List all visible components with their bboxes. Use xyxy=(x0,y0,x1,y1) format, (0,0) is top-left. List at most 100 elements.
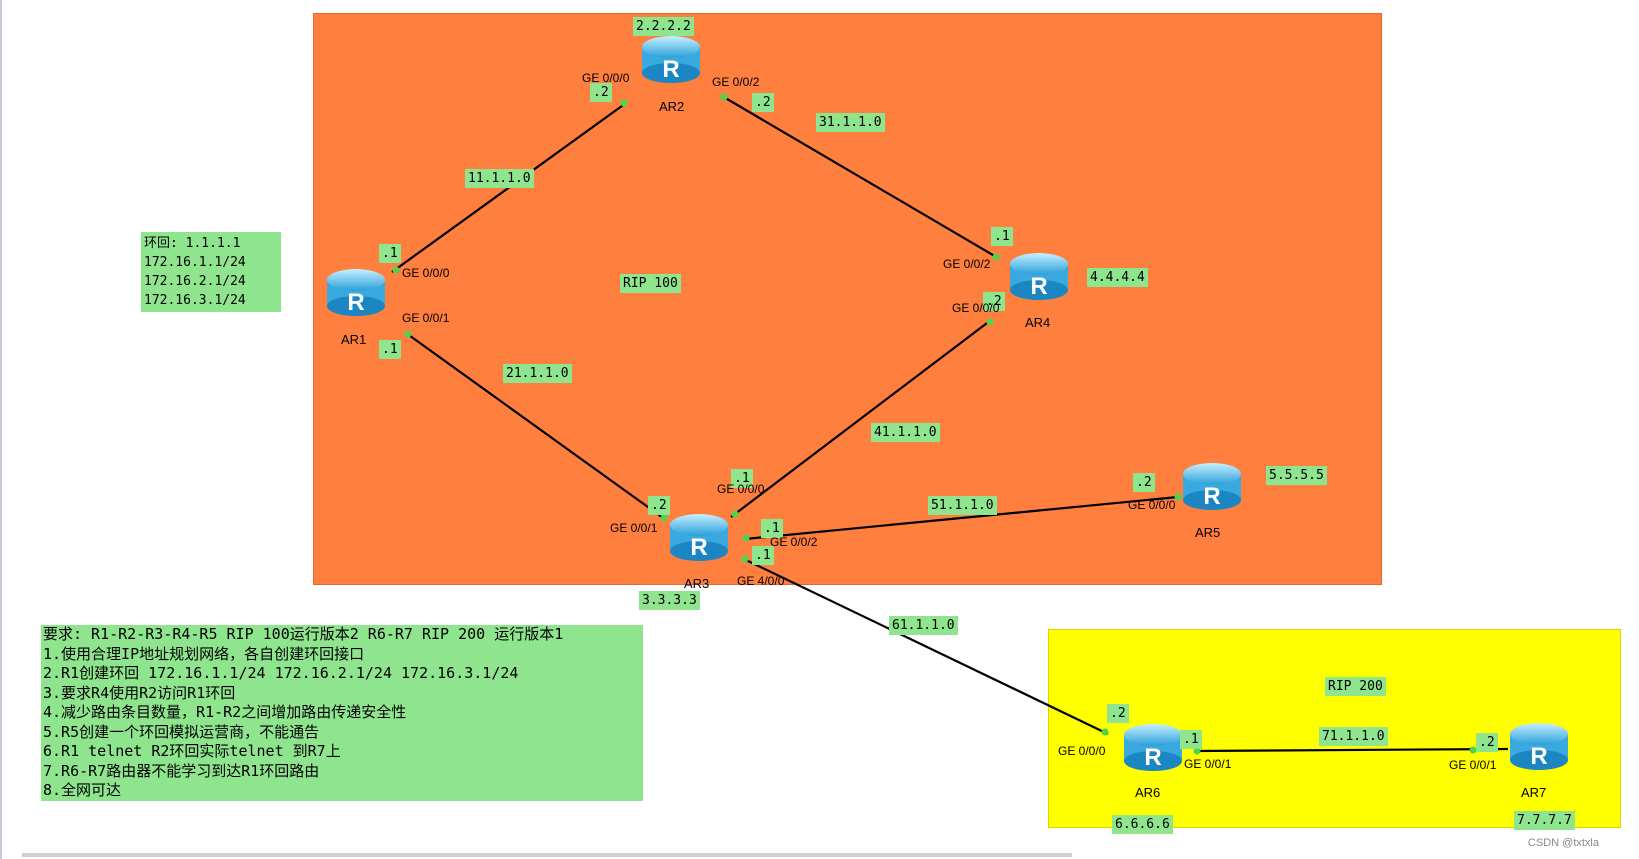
ar4-loopback-label: 4.4.4.4 xyxy=(1087,268,1148,287)
link-ar2-ar4 xyxy=(721,95,999,259)
host-ar2-g2: .2 xyxy=(752,93,774,112)
loopback-note-line: 172.16.2.1/24 xyxy=(144,274,246,289)
ar5-loopback-label: 5.5.5.5 xyxy=(1266,466,1327,485)
router-ar6-name: AR6 xyxy=(1135,785,1161,800)
ar2-loopback-label: 2.2.2.2 xyxy=(633,17,694,36)
network-21-label: 21.1.1.0 xyxy=(503,364,572,383)
port-ar1-g1: GE 0/0/1 xyxy=(402,311,450,325)
port-ar5-g0: GE 0/0/0 xyxy=(1128,498,1176,512)
requirements-line: 5.R5创建一个环回模拟运营商，不能通告 xyxy=(43,722,320,741)
port-ar3-g1: GE 0/0/1 xyxy=(610,521,658,535)
svg-text:R: R xyxy=(690,534,707,561)
requirements-line: 7.R6-R7路由器不能学习到达R1环回路由 xyxy=(43,761,320,780)
host-ar1-g0: .1 xyxy=(379,244,401,263)
port-dot-ar7-g1 xyxy=(1469,746,1477,754)
host-ar7-g1: .2 xyxy=(1476,733,1498,752)
router-ar2-name: AR2 xyxy=(659,99,685,114)
network-31-label: 31.1.1.0 xyxy=(816,113,885,132)
port-dot-ar2-g0 xyxy=(620,99,628,107)
requirements-line: 8.全网可达 xyxy=(43,781,122,799)
host-ar3-g1: .2 xyxy=(648,496,670,515)
router-ar3-icon[interactable]: R xyxy=(668,513,730,563)
watermark: CSDN @txtxla xyxy=(1527,837,1599,849)
host-ar4-g0: .2 xyxy=(983,292,1005,311)
network-41-label: 41.1.1.0 xyxy=(871,423,940,442)
rip200-label: RIP 200 xyxy=(1325,677,1386,696)
router-ar1-name: AR1 xyxy=(341,332,367,347)
rip100-label: RIP 100 xyxy=(620,274,681,293)
host-ar1-g1: .1 xyxy=(379,340,401,359)
port-dot-ar4-g2 xyxy=(992,253,1000,261)
svg-text:R: R xyxy=(662,56,679,83)
port-dot-ar3-g4 xyxy=(741,555,749,563)
network-61-label: 61.1.1.0 xyxy=(889,616,958,635)
svg-text:R: R xyxy=(347,289,364,316)
router-ar5-name: AR5 xyxy=(1195,525,1221,540)
requirements-line: 3.要求R4使用R2访问R1环回 xyxy=(43,683,236,702)
svg-text:R: R xyxy=(1530,743,1547,770)
port-ar6-g1: GE 0/0/1 xyxy=(1184,757,1232,771)
network-71-label: 71.1.1.0 xyxy=(1319,727,1388,746)
loopback-note-line: 172.16.3.1/24 xyxy=(144,293,246,308)
router-ar6-icon[interactable]: R xyxy=(1122,723,1184,773)
router-ar4-icon[interactable]: R xyxy=(1008,252,1070,302)
router-ar2-icon[interactable]: R xyxy=(640,35,702,85)
requirements-note: 要求: R1-R2-R3-R4-R5 RIP 100运行版本2 R6-R7 RI… xyxy=(41,625,643,801)
port-dot-ar6-g1 xyxy=(1193,747,1201,755)
svg-text:R: R xyxy=(1030,273,1047,300)
network-11-label: 11.1.1.0 xyxy=(465,169,534,188)
port-ar3-g4: GE 4/0/0 xyxy=(737,574,785,588)
port-ar4-g0: GE 0/0/0 xyxy=(952,301,1000,315)
port-ar2-g0: GE 0/0/0 xyxy=(582,71,630,85)
link-ar3-ar6 xyxy=(745,559,1109,735)
link-ar1-ar3 xyxy=(405,332,667,521)
host-ar4-g2: .1 xyxy=(991,227,1013,246)
ar7-loopback-label: 7.7.7.7 xyxy=(1514,811,1575,830)
link-ar6-ar7 xyxy=(1195,747,1509,753)
port-dot-ar4-g0 xyxy=(986,318,994,326)
port-ar3-g0: GE 0/0/0 xyxy=(717,482,765,496)
svg-text:R: R xyxy=(1203,483,1220,510)
loopback-note-line: 172.16.1.1/24 xyxy=(144,255,246,270)
host-ar6-g1: .1 xyxy=(1180,730,1202,749)
port-ar6-g0: GE 0/0/0 xyxy=(1058,744,1106,758)
host-ar5-g0: .2 xyxy=(1133,473,1155,492)
horizontal-scrollbar[interactable] xyxy=(22,853,1072,857)
link-ar3-ar4 xyxy=(730,319,992,518)
window-left-edge xyxy=(0,0,2,859)
port-ar7-g1: GE 0/0/1 xyxy=(1449,758,1497,772)
port-ar2-g2: GE 0/0/2 xyxy=(712,75,760,89)
port-ar4-g2: GE 0/0/2 xyxy=(943,257,991,271)
loopback-note-line: 环回: 1.1.1.1 xyxy=(144,236,241,251)
router-ar1-icon[interactable]: R xyxy=(325,268,387,318)
requirements-line: 4.减少路由条目数量，R1-R2之间增加路由传递安全性 xyxy=(43,703,407,721)
router-ar7-icon[interactable]: R xyxy=(1508,722,1570,772)
router-ar7-name: AR7 xyxy=(1521,785,1547,800)
port-dot-ar1-g1 xyxy=(404,330,412,338)
loopback-note: 环回: 1.1.1.1 172.16.1.1/24 172.16.2.1/24 … xyxy=(141,232,281,312)
requirements-line: 2.R1创建环回 172.16.1.1/24 172.16.2.1/24 172… xyxy=(43,664,519,682)
port-dot-ar1-g0 xyxy=(392,266,400,274)
port-dot-ar3-g1 xyxy=(660,514,668,522)
port-dot-ar2-g2 xyxy=(720,93,728,101)
port-dot-ar5-g0 xyxy=(1174,493,1182,501)
ar3-loopback-label: 3.3.3.3 xyxy=(639,591,700,610)
link-ar3-ar5 xyxy=(744,495,1179,541)
svg-text:R: R xyxy=(1144,744,1161,771)
router-ar5-icon[interactable]: R xyxy=(1181,462,1243,512)
port-dot-ar3-g2 xyxy=(742,534,750,542)
host-ar3-g0: .1 xyxy=(731,469,753,488)
requirements-line: 6.R1 telnet R2环回实际telnet 到R7上 xyxy=(43,742,341,760)
port-dot-ar6-g0 xyxy=(1101,728,1109,736)
port-dot-ar3-g0 xyxy=(731,510,739,518)
router-ar3-name: AR3 xyxy=(684,576,710,591)
router-ar4-name: AR4 xyxy=(1025,315,1051,330)
port-ar1-g0: GE 0/0/0 xyxy=(402,266,450,280)
network-51-label: 51.1.1.0 xyxy=(928,496,997,515)
requirements-line: 1.使用合理IP地址规划网络，各自创建环回接口 xyxy=(43,644,365,663)
port-ar3-g2: GE 0/0/2 xyxy=(770,535,818,549)
requirements-line: 要求: R1-R2-R3-R4-R5 RIP 100运行版本2 R6-R7 RI… xyxy=(43,625,564,643)
host-ar2-g0: .2 xyxy=(590,83,612,102)
ar6-loopback-label: 6.6.6.6 xyxy=(1112,815,1173,834)
